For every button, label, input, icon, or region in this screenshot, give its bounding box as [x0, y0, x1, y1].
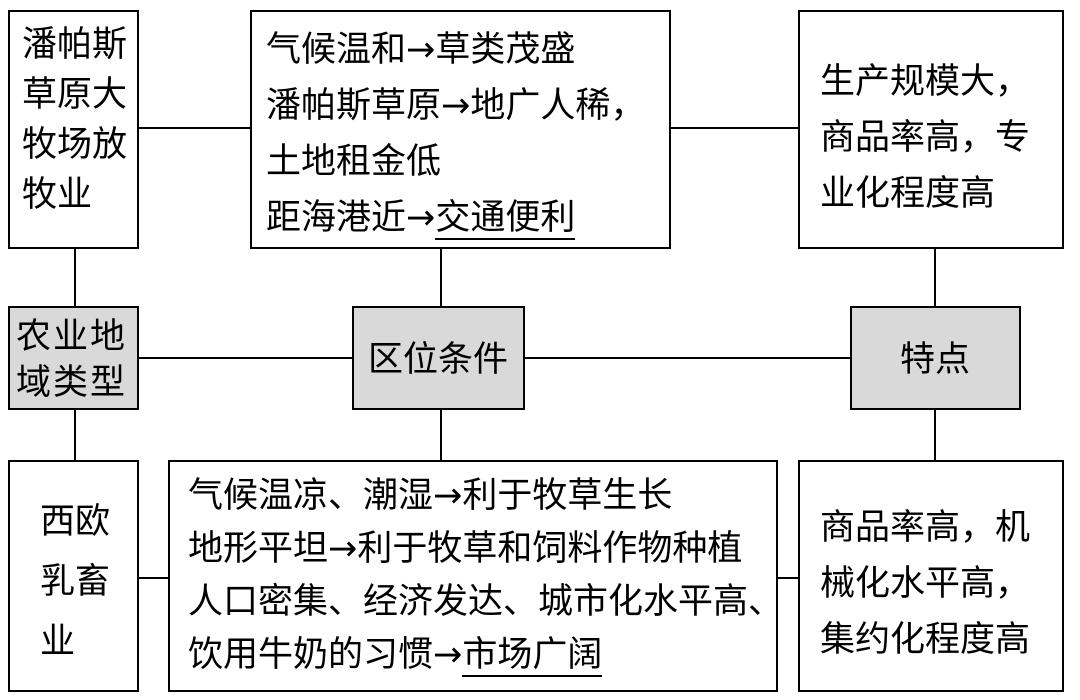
- europe-condition-line: 地形平坦→利于牧草和饲料作物种植: [188, 529, 743, 569]
- europe-condition-prefix: 饮用牛奶的习惯→: [188, 635, 463, 675]
- europe-condition-line: 饮用牛奶的习惯→市场广阔: [188, 629, 783, 682]
- pampas-type-box: 潘帕斯 草原大 牧场放 牧业: [8, 10, 139, 249]
- europe-condition-line: 人口密集、经济发达、城市化水平高、: [188, 582, 784, 622]
- type-label-line: 农业地: [16, 317, 128, 357]
- pampas-type-line: 潘帕斯: [22, 25, 128, 65]
- pampas-conditions-box: 气候温和→草类茂盛 潘帕斯草原→地广人稀， 土地租金低 距海港近→交通便利: [250, 10, 671, 249]
- europe-feature-line: 械化水平高，: [820, 564, 1031, 604]
- pampas-condition-line: 土地租金低: [266, 142, 442, 182]
- pampas-feature-line: 商品率高，专: [820, 118, 1031, 158]
- type-label-text: 农业地 域类型: [16, 314, 127, 406]
- europe-type-text: 西欧 乳畜 业: [40, 492, 110, 672]
- pampas-type-line: 草原大: [22, 75, 128, 115]
- europe-condition-answer: 市场广阔: [462, 635, 603, 677]
- pampas-condition-line: 距海港近→交通便利: [266, 190, 645, 246]
- europe-type-line: 西欧: [40, 502, 111, 542]
- features-label: 特点: [900, 340, 971, 380]
- features-label-box: 特点: [850, 306, 1021, 410]
- pampas-feature-line: 业化程度高: [820, 174, 996, 214]
- europe-type-line: 业: [40, 622, 76, 662]
- pampas-type-line: 牧业: [22, 175, 93, 215]
- pampas-feature-line: 生产规模大，: [820, 62, 1031, 102]
- type-label-line: 域类型: [16, 363, 128, 403]
- europe-feature-line: 集约化程度高: [820, 620, 1031, 660]
- europe-conditions-text: 气候温凉、潮湿→利于牧草生长 地形平坦→利于牧草和饲料作物种植 人口密集、经济发…: [188, 470, 783, 682]
- europe-conditions-box: 气候温凉、潮湿→利于牧草生长 地形平坦→利于牧草和饲料作物种植 人口密集、经济发…: [168, 460, 783, 692]
- europe-features-box: 商品率高，机 械化水平高， 集约化程度高: [798, 460, 1064, 692]
- pampas-condition-line: 潘帕斯草原→地广人稀，: [266, 86, 646, 126]
- europe-condition-line: 气候温凉、潮湿→利于牧草生长: [188, 476, 673, 516]
- europe-type-box: 西欧 乳畜 业: [8, 460, 139, 692]
- europe-feature-line: 商品率高，机: [820, 508, 1031, 548]
- pampas-condition-prefix: 距海港近→: [266, 198, 436, 238]
- pampas-type-line: 牧场放: [22, 125, 128, 165]
- pampas-condition-answer: 交通便利: [435, 198, 576, 240]
- pampas-features-box: 生产规模大， 商品率高，专 业化程度高: [798, 10, 1064, 249]
- pampas-conditions-text: 气候温和→草类茂盛 潘帕斯草原→地广人稀， 土地租金低 距海港近→交通便利: [266, 22, 645, 246]
- europe-type-line: 乳畜: [40, 562, 111, 602]
- conditions-label-box: 区位条件: [352, 306, 525, 410]
- europe-features-text: 商品率高，机 械化水平高， 集约化程度高: [820, 500, 1030, 668]
- pampas-condition-line: 气候温和→草类茂盛: [266, 30, 576, 70]
- pampas-type-text: 潘帕斯 草原大 牧场放 牧业: [22, 20, 127, 220]
- type-label-box: 农业地 域类型: [8, 306, 139, 410]
- pampas-features-text: 生产规模大， 商品率高，专 业化程度高: [820, 54, 1030, 222]
- conditions-label: 区位条件: [368, 340, 509, 380]
